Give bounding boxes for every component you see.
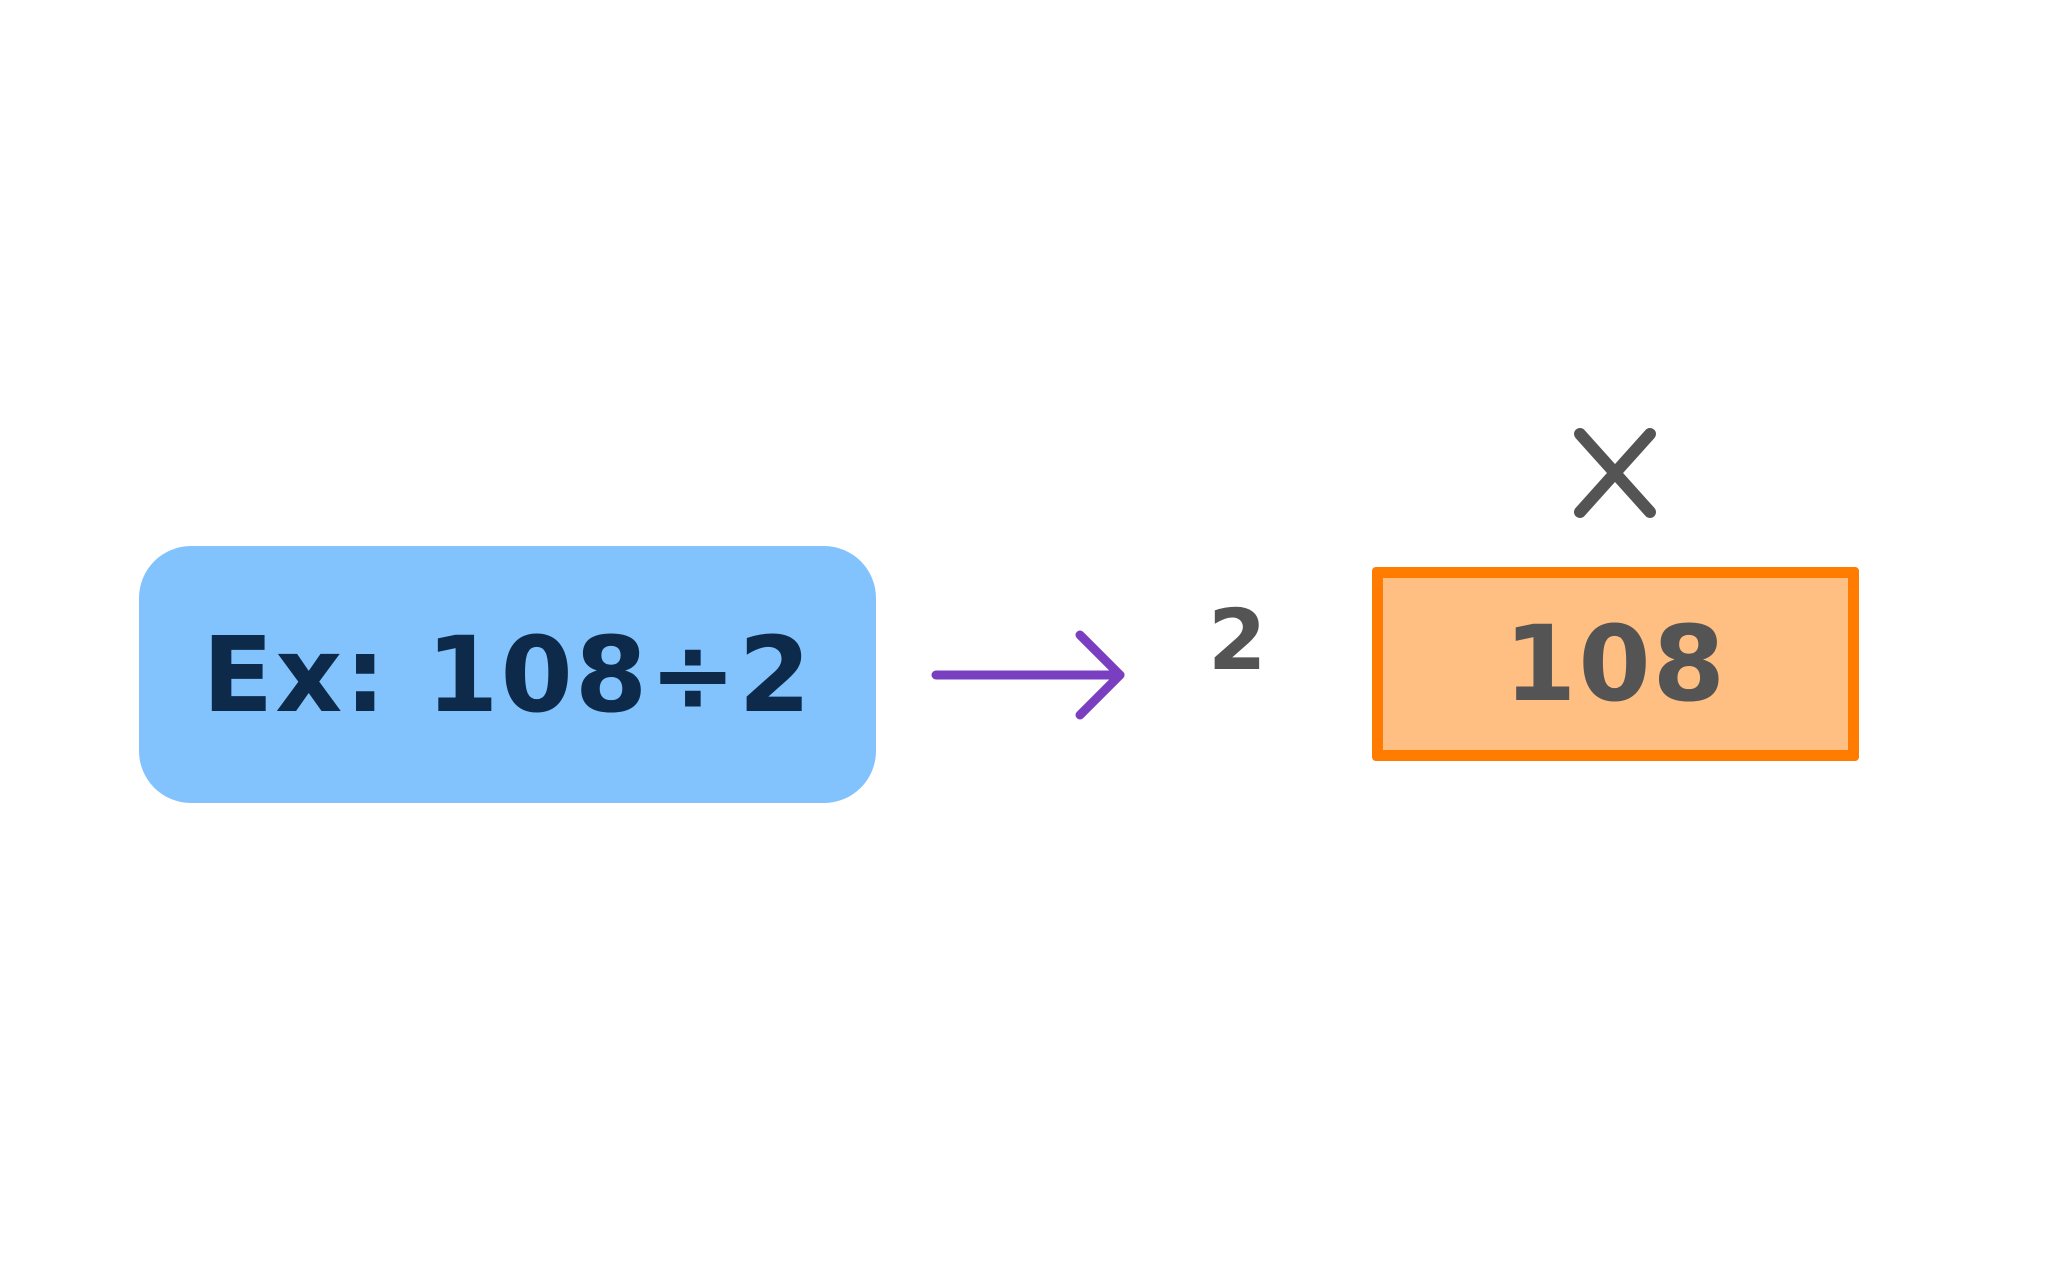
example-expression-box: Ex: 108÷2 <box>139 546 876 803</box>
multiply-icon <box>1574 428 1656 518</box>
right-arrow-icon <box>931 630 1125 720</box>
divisor-value: 2 <box>1208 591 1267 689</box>
dividend-box: 108 <box>1372 567 1859 761</box>
dividend-value: 108 <box>1503 603 1728 725</box>
example-expression-label: Ex: 108÷2 <box>202 613 813 736</box>
